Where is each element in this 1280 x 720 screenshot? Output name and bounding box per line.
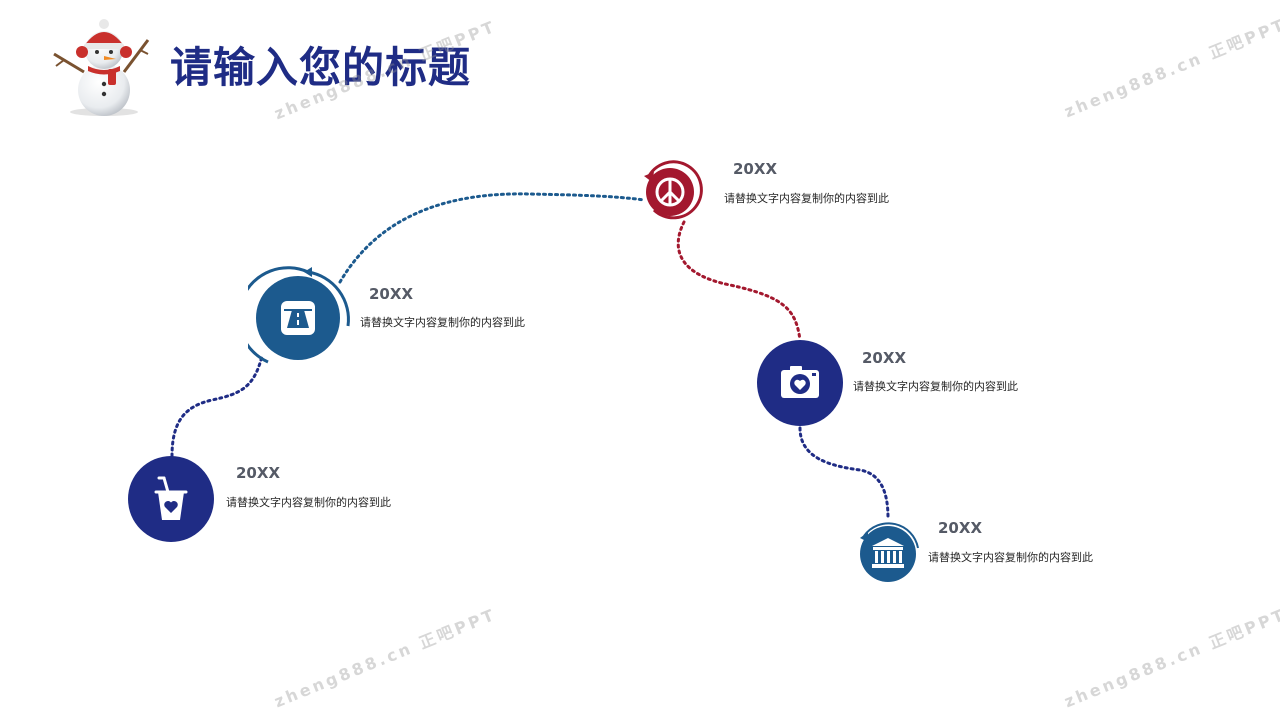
year-label-4: 20XX	[862, 349, 907, 367]
timeline-node-4	[757, 340, 843, 426]
snowman-icon	[53, 19, 150, 116]
connector-3-4	[676, 220, 802, 342]
bank-icon	[872, 538, 904, 568]
camera-heart-icon	[781, 366, 819, 398]
year-label-2: 20XX	[369, 285, 414, 303]
timeline-node-5	[856, 518, 924, 586]
peace-icon	[655, 177, 685, 207]
year-label-3: 20XX	[733, 160, 778, 178]
connector-4-5	[798, 426, 890, 520]
timeline-node-2	[248, 266, 354, 372]
connector-1-2	[170, 354, 264, 458]
road-sign-icon	[281, 301, 315, 335]
description-5: 请替换文字内容复制你的内容到此	[928, 551, 1093, 564]
connector-2-3	[338, 192, 646, 284]
year-label-5: 20XX	[938, 519, 983, 537]
description-2: 请替换文字内容复制你的内容到此	[360, 316, 525, 329]
page-title: 请输入您的标题	[170, 43, 472, 92]
year-label-1: 20XX	[236, 464, 281, 482]
description-3: 请替换文字内容复制你的内容到此	[724, 192, 889, 205]
timeline-node-1	[128, 456, 214, 542]
timeline-node-3	[640, 158, 704, 222]
description-4: 请替换文字内容复制你的内容到此	[853, 380, 1018, 393]
description-1: 请替换文字内容复制你的内容到此	[226, 496, 391, 509]
